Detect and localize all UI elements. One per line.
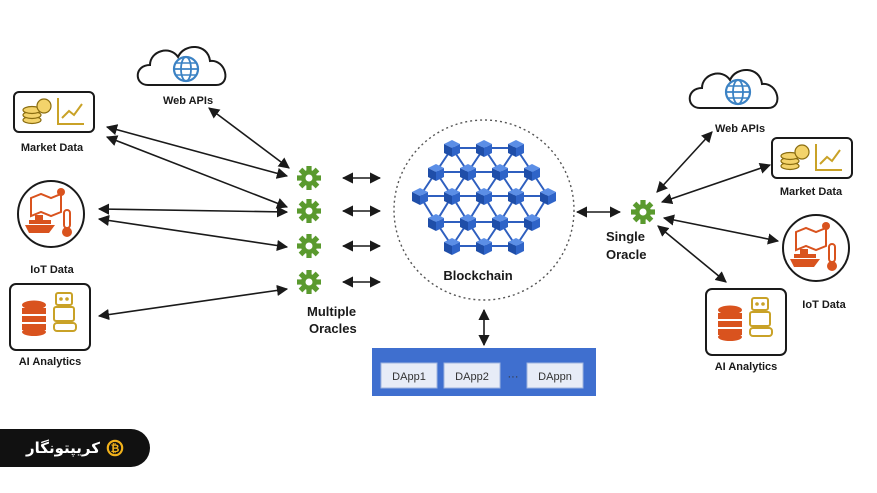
right-iot-data: IoT Data <box>782 214 850 311</box>
single-oracle-line1: Single <box>606 229 645 244</box>
svg-text:₿: ₿ <box>111 442 120 455</box>
arrow-iot-oracle3 <box>97 214 289 252</box>
left-ai-analytics-label: AI Analytics <box>19 356 82 368</box>
arrow-ai-oracle4 <box>97 284 289 321</box>
dapp-ellipsis: ··· <box>508 371 519 383</box>
left-market-data: Market Data <box>13 91 95 154</box>
left-market-data-label: Market Data <box>21 142 84 154</box>
left-web-apis-label: Web APIs <box>163 95 213 107</box>
dapp-n: DAppn <box>538 371 572 383</box>
arrow-single-oracle-ai <box>657 225 727 283</box>
gear-icon <box>297 234 321 258</box>
right-ai-analytics-label: AI Analytics <box>715 361 778 373</box>
left-iot-data-label: IoT Data <box>30 264 74 276</box>
arrow-market-oracle2 <box>105 135 289 209</box>
multiple-oracles-line1: Multiple <box>307 304 356 319</box>
arrow-market-oracle1 <box>105 124 289 179</box>
gear-icon <box>297 166 321 190</box>
gear-icon <box>297 270 321 294</box>
right-ai-analytics: AI Analytics <box>705 288 787 373</box>
left-web-apis: Web APIs <box>136 45 227 107</box>
dapp-2: DApp2 <box>455 371 489 383</box>
multiple-oracles-line2: Oracles <box>309 321 357 336</box>
single-oracle: Single Oracle <box>606 200 655 262</box>
left-iot-data: IoT Data <box>17 180 85 276</box>
arrow-single-oracle-market <box>660 162 772 205</box>
blockchain-label: Blockchain <box>443 268 512 283</box>
left-ai-analytics: AI Analytics <box>9 283 91 368</box>
single-oracle-line2: Oracle <box>606 247 646 262</box>
dapp-1: DApp1 <box>392 371 426 383</box>
arrow-single-oracle-webapi <box>656 131 713 193</box>
right-web-apis-label: Web APIs <box>715 123 765 135</box>
dapps-panel: DApp1 DApp2 ··· DAppn <box>372 348 596 396</box>
bitcoin-chain-icon: ₿ <box>106 439 124 457</box>
brand-badge: کریپتونگار ₿ <box>0 429 150 467</box>
right-market-data-label: Market Data <box>780 186 843 198</box>
multiple-oracles: Multiple Oracles <box>297 166 357 336</box>
right-market-data: Market Data <box>771 137 853 198</box>
arrow-iot-oracle2 <box>97 203 289 218</box>
blockchain: Blockchain <box>393 119 575 301</box>
brand-text: کریپتونگار <box>26 439 100 457</box>
right-iot-data-label: IoT Data <box>802 299 846 311</box>
right-web-apis: Web APIs <box>688 68 779 135</box>
connectors <box>97 107 780 347</box>
gear-icon <box>631 200 655 224</box>
gear-icon <box>297 199 321 223</box>
arrow-single-oracle-iot <box>662 214 780 245</box>
arrow-webapi-oracle <box>208 107 290 169</box>
